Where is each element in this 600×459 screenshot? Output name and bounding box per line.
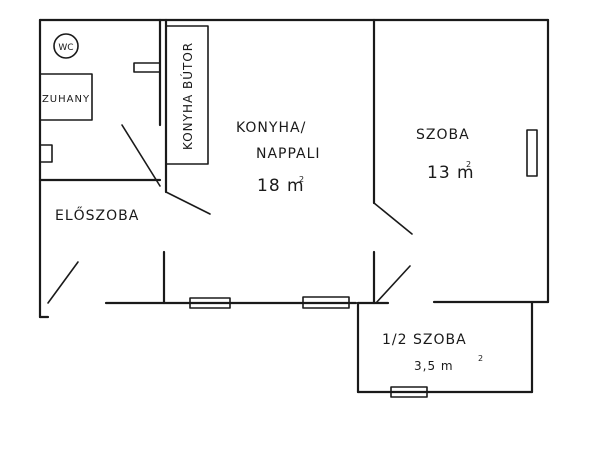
window-bathroom [133, 62, 161, 73]
hall-label: ELŐSZOBA [55, 206, 139, 224]
kitchen-area-sup: 2 [299, 175, 304, 184]
kitchen-furniture [165, 25, 209, 165]
window-kitchen-right [302, 296, 350, 309]
fixtures: WC ZUHANY KONYHA BÚTOR [39, 25, 209, 165]
interior-walls [38, 18, 550, 394]
half-room-area-sup: 2 [478, 354, 483, 363]
entrance-door [47, 261, 79, 304]
wc-label: WC [58, 43, 73, 53]
sink [39, 144, 53, 163]
doors [47, 124, 413, 304]
window-bedroom [526, 129, 538, 177]
windows [133, 62, 538, 398]
outer-walls [38, 18, 550, 319]
room-area: 13 m [427, 163, 475, 183]
kitchen-furniture-label: KONYHA BÚTOR [180, 42, 195, 150]
wc-symbol [53, 33, 79, 59]
bathroom-door [121, 124, 161, 187]
half-room-area: 3,5 m [414, 359, 454, 373]
window-kitchen-left [189, 297, 231, 309]
kitchen-door [165, 191, 211, 215]
room-label: SZOBA [416, 127, 470, 143]
room-labels: KONYHA/ NAPPALI 18 m 2 SZOBA 13 m 2 ELŐS… [55, 120, 483, 373]
kitchen-area: 18 m [257, 176, 305, 196]
bedroom-door [373, 202, 413, 235]
room-area-sup: 2 [466, 160, 471, 169]
shower-label: ZUHANY [42, 94, 90, 105]
kitchen-label-2: NAPPALI [256, 146, 321, 162]
kitchen-label-1: KONYHA/ [236, 120, 306, 136]
shower [39, 73, 93, 121]
window-half-room [390, 386, 428, 398]
half-room-label: 1/2 SZOBA [382, 332, 467, 348]
half-room-door [375, 265, 411, 304]
